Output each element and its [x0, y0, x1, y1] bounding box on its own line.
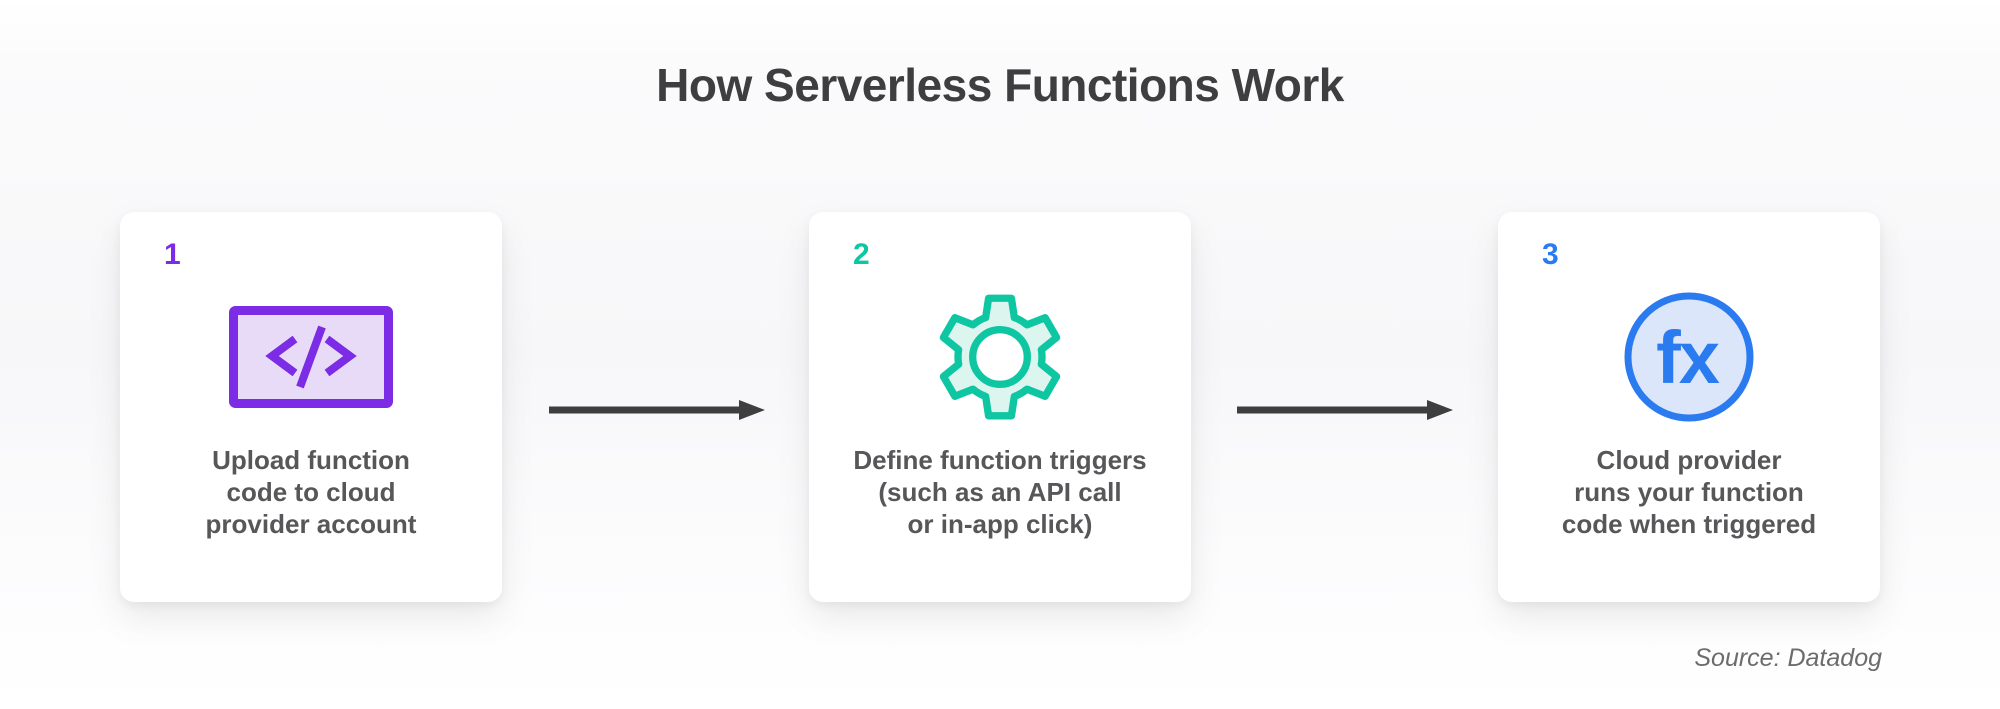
fx-icon: fx	[1498, 284, 1880, 430]
arrow-svg	[1237, 400, 1453, 420]
step-card-run-function: 3 fx Cloud provider runs your function c…	[1498, 212, 1880, 602]
caption-line: or in-app click)	[907, 509, 1093, 539]
code-icon	[120, 284, 502, 430]
caption-line: Define function triggers	[853, 445, 1147, 475]
step-number: 3	[1542, 238, 1559, 271]
caption-line: Cloud provider	[1596, 445, 1782, 475]
arrow-svg	[549, 400, 765, 420]
caption-line: Upload function	[212, 445, 410, 475]
caption-line: code when triggered	[1561, 509, 1817, 539]
code-icon-svg	[229, 306, 393, 408]
step-number: 2	[853, 238, 870, 271]
diagram-title: How Serverless Functions Work	[656, 59, 1344, 111]
caption-line: runs your function	[1574, 477, 1804, 507]
caption-line: code to cloud	[226, 477, 396, 507]
step-card-define-triggers: 2 Define function triggers (such as an A…	[809, 212, 1191, 602]
step-caption: Define function triggers (such as an API…	[809, 444, 1191, 540]
step-card-upload-code: 1 Upload function code to cloud provider…	[120, 212, 502, 602]
step-caption: Upload function code to cloud provider a…	[120, 444, 502, 540]
gear-icon-svg	[939, 294, 1061, 420]
fx-icon-svg: fx	[1624, 292, 1754, 422]
step-caption: Cloud provider runs your function code w…	[1498, 444, 1880, 540]
fx-icon-label: fx	[1656, 316, 1720, 399]
arrow-right-icon	[549, 398, 765, 422]
caption-line: (such as an API call	[878, 477, 1122, 507]
step-number: 1	[164, 238, 181, 271]
source-credit: Source: Datadog	[1694, 644, 1882, 672]
arrow-right-icon	[1237, 398, 1453, 422]
gear-icon	[809, 284, 1191, 430]
caption-line: provider account	[205, 509, 417, 539]
